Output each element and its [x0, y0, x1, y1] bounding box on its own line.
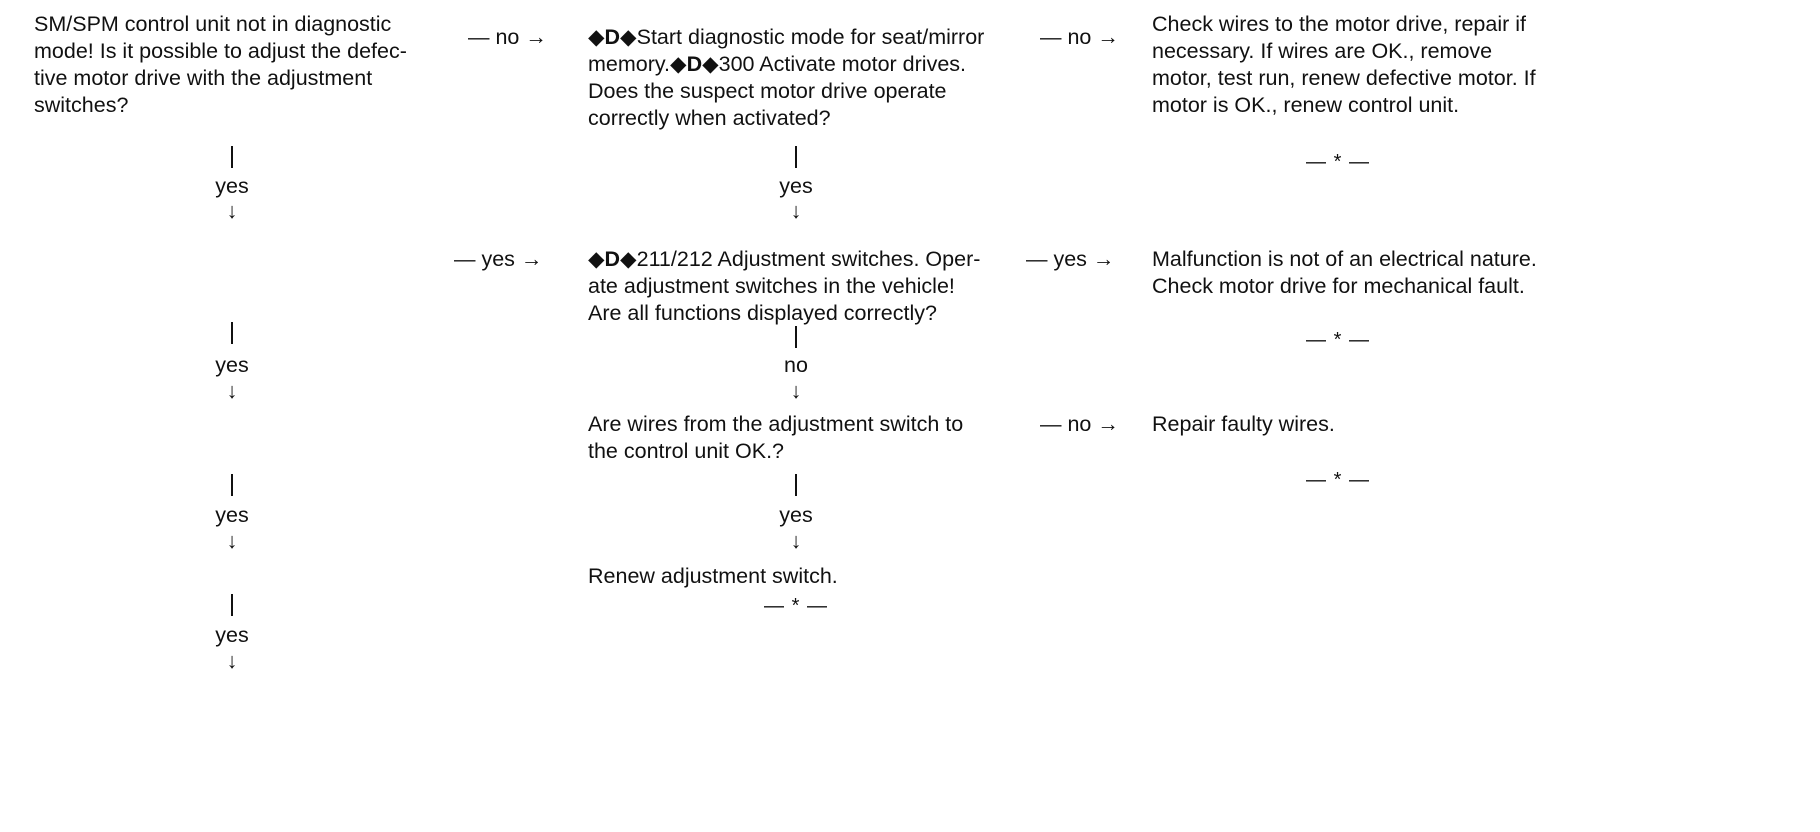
flow-label: yes [779, 503, 813, 527]
flow-line [795, 146, 797, 168]
step-line: Does the suspect motor drive operate [588, 79, 947, 103]
end-mark: — * — [1306, 329, 1370, 351]
down-arrow-icon: ↓ [226, 649, 238, 673]
step-line: Are wires from the adjustment switch to [588, 412, 964, 436]
result-line: Check motor drive for mechanical fault. [1152, 274, 1525, 298]
flow-label: yes [215, 174, 249, 198]
connector-yes: — yes → [1026, 247, 1115, 271]
connector-yes: — yes → [454, 247, 543, 271]
step-renew-switch: Renew adjustment switch. [588, 564, 838, 588]
connector-no: — no → [1040, 25, 1119, 49]
step-line: memory.◆D◆300 Activate motor drives. [588, 52, 967, 76]
result-line: Malfunction is not of an electrical natu… [1152, 247, 1537, 271]
flow-label: no [784, 353, 808, 377]
question-line: tive motor drive with the adjustment [34, 66, 373, 90]
diamond-d-icon: ◆D◆ [588, 25, 637, 49]
flow-line [795, 474, 797, 496]
flow-label: yes [215, 503, 249, 527]
step-line: correctly when activated? [588, 106, 831, 130]
flow-label: yes [215, 623, 249, 647]
question-line: mode! Is it possible to adjust the defec… [34, 39, 407, 63]
step-line: ◆D◆Start diagnostic mode for seat/mirror [588, 25, 985, 49]
result-line: necessary. If wires are OK., remove [1152, 39, 1493, 63]
question-line: SM/SPM control unit not in diagnostic [34, 12, 392, 36]
connector-no: — no → [1040, 412, 1119, 436]
flow-label: yes [779, 174, 813, 198]
step-line: ate adjustment switches in the vehicle! [588, 274, 955, 298]
diamond-d-icon: ◆D◆ [588, 247, 637, 271]
flow-line [795, 326, 797, 348]
flow-line [231, 322, 233, 344]
down-arrow-icon: ↓ [226, 529, 238, 553]
step-adjustment-switches: ◆D◆211/212 Adjustment switches. Oper- at… [588, 246, 980, 327]
end-mark: — * — [764, 595, 828, 617]
flow-label: yes [215, 353, 249, 377]
result-repair-wires: Repair faulty wires. [1152, 412, 1335, 436]
down-arrow-icon: ↓ [790, 379, 802, 403]
result-mechanical-fault: Malfunction is not of an electrical natu… [1152, 246, 1537, 300]
step-check-wires: Are wires from the adjustment switch to … [588, 411, 963, 465]
step-line: ◆D◆211/212 Adjustment switches. Oper- [588, 247, 981, 271]
result-line: Check wires to the motor drive, repair i… [1152, 12, 1526, 36]
down-arrow-icon: ↓ [790, 529, 802, 553]
initial-question: SM/SPM control unit not in diagnostic mo… [34, 11, 407, 119]
flow-line [231, 594, 233, 616]
end-mark: — * — [1306, 469, 1370, 491]
step-diagnostic-mode: ◆D◆Start diagnostic mode for seat/mirror… [588, 24, 984, 132]
flow-line [231, 146, 233, 168]
down-arrow-icon: ↓ [226, 379, 238, 403]
step-line: Are all functions displayed correctly? [588, 301, 937, 325]
diamond-d-icon: ◆D◆ [670, 52, 719, 76]
connector-no: — no → [468, 25, 547, 49]
result-line: motor, test run, renew defective motor. … [1152, 66, 1536, 90]
step-line: the control unit OK.? [588, 439, 784, 463]
flow-line [231, 474, 233, 496]
result-check-motor-wires: Check wires to the motor drive, repair i… [1152, 11, 1536, 119]
end-mark: — * — [1306, 151, 1370, 173]
result-line: motor is OK., renew control unit. [1152, 93, 1460, 117]
question-line: switches? [34, 93, 129, 117]
down-arrow-icon: ↓ [790, 199, 802, 223]
down-arrow-icon: ↓ [226, 199, 238, 223]
